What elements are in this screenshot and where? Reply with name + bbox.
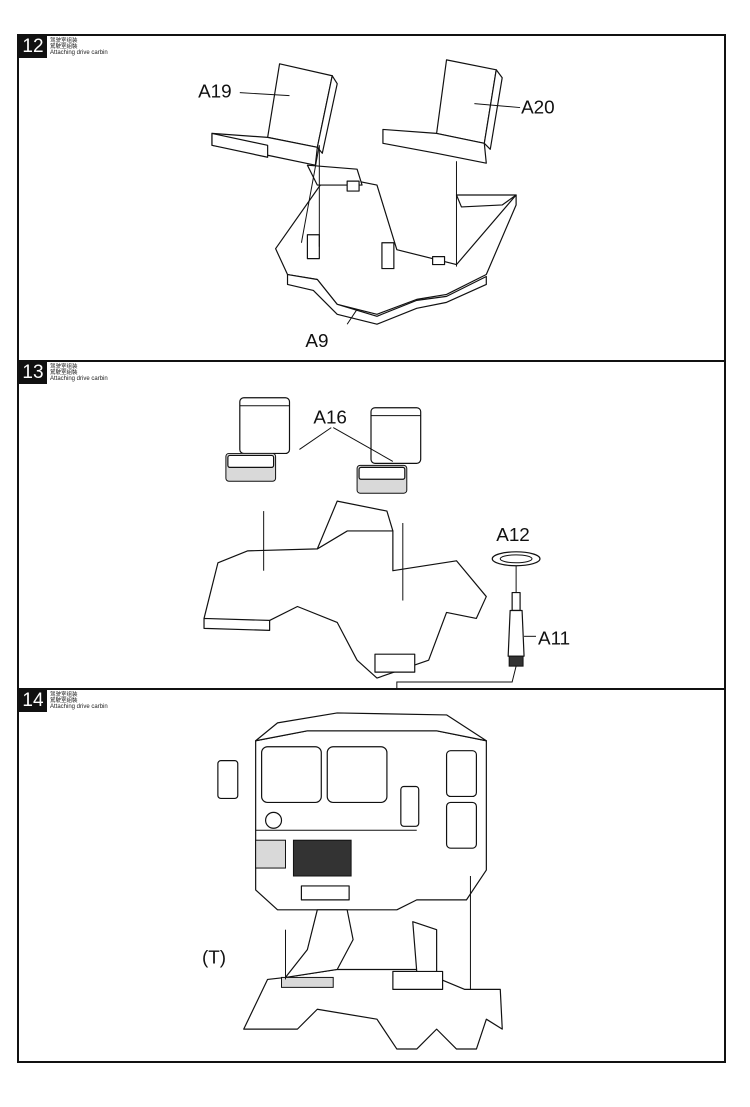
step-14-illustration: (T)	[19, 690, 724, 1063]
caption-cn-1: 驾驶室组装	[50, 692, 78, 698]
step-14-panel: (T) 14 驾驶室组装 駕駛室組裝 Attaching drive carbi…	[19, 690, 724, 1063]
step-12-header: 12 驾驶室组装 駕駛室組裝 Attaching drive carbin	[19, 36, 108, 58]
steering-column-a11-icon	[396, 591, 525, 688]
part-label-a16: A16	[313, 408, 347, 429]
step-13-panel: A16 A12 A11 13 驾驶室组装 駕駛室組裝 Attaching dri…	[19, 362, 724, 690]
caption-en: Attaching drive carbin	[50, 704, 108, 711]
instruction-sheet: A19 A20 A9 12 驾驶室组装 駕駛室組裝 Attaching driv…	[17, 34, 726, 1063]
steering-wheel-a12-icon	[491, 551, 541, 593]
part-label-a12: A12	[496, 525, 530, 546]
step-caption: 驾驶室组装 駕駛室組裝 Attaching drive carbin	[50, 36, 108, 57]
caption-cn-2: 駕駛室組裝	[50, 698, 78, 705]
step-number: 12	[19, 36, 47, 58]
part-label-a20: A20	[521, 98, 555, 119]
caption-en: Attaching drive carbin	[50, 50, 108, 57]
seat-a20-icon	[382, 59, 503, 164]
caption-cn-2: 駕駛室組裝	[50, 370, 78, 377]
caption-cn-1: 驾驶室组装	[50, 38, 78, 44]
part-label-t: (T)	[202, 948, 226, 969]
step-number: 14	[19, 690, 47, 712]
caption-cn-2: 駕駛室組裝	[50, 44, 78, 51]
cabin-floor-icon	[203, 500, 487, 679]
step-12-illustration: A19 A20 A9	[19, 36, 724, 360]
caption-en: Attaching drive carbin	[50, 376, 108, 383]
step-caption: 驾驶室组装 駕駛室組裝 Attaching drive carbin	[50, 690, 108, 711]
seat-a19-icon	[211, 63, 338, 166]
step-13-illustration: A16 A12 A11	[19, 362, 724, 688]
step-caption: 驾驶室组装 駕駛室組裝 Attaching drive carbin	[50, 362, 108, 383]
cabin-floor-a9-icon	[274, 145, 517, 325]
cabin-floor-with-seats-icon	[243, 876, 503, 1050]
step-number: 13	[19, 362, 47, 384]
seat-a16-left-icon	[225, 397, 291, 482]
step-12-panel: A19 A20 A9 12 驾驶室组装 駕駛室組裝 Attaching driv…	[19, 36, 724, 362]
part-label-a9: A9	[305, 331, 328, 352]
seat-a16-right-icon	[356, 407, 422, 494]
part-label-a11: A11	[538, 628, 570, 649]
step-13-header: 13 驾驶室组装 駕駛室組裝 Attaching drive carbin	[19, 362, 108, 384]
part-label-a19: A19	[198, 82, 232, 103]
step-14-header: 14 驾驶室组装 駕駛室組裝 Attaching drive carbin	[19, 690, 108, 712]
caption-cn-1: 驾驶室组装	[50, 364, 78, 370]
cab-body-icon	[217, 712, 487, 911]
